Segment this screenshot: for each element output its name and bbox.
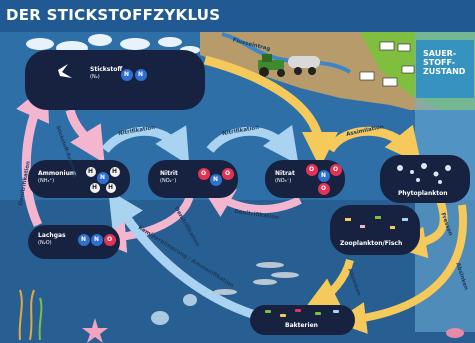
fish-icon [213, 262, 299, 295]
absinken-1-arrow [305, 258, 354, 308]
oxygen-zone-label: SAUER- STOFF- ZUSTAND [423, 49, 473, 76]
atom-h-4: H [108, 184, 114, 191]
zooplankton-label: Zooplankton/Fisch [340, 240, 403, 247]
zooplankton-icon [345, 216, 408, 229]
atom-h-1: H [88, 168, 94, 175]
bird-icon [58, 64, 72, 78]
fixation-arrow [65, 108, 105, 164]
jellyfish-icon [151, 294, 197, 325]
n2o-molecule-icon [78, 234, 116, 246]
starfish-icon [82, 318, 108, 343]
oxygen-zone-label-bg [416, 40, 474, 98]
cows-icon [359, 41, 415, 87]
zooplankton-box [330, 205, 420, 255]
atom-n-5: N [321, 172, 327, 179]
seaweed-icon [18, 289, 43, 341]
nitrit-box [148, 160, 238, 198]
tractor-icon [258, 54, 320, 77]
ammonium-formula: (NH₄⁺) [38, 178, 55, 184]
nitrat-name: Nitrat [275, 170, 295, 177]
title-band [0, 0, 475, 32]
atom-o-4: O [309, 166, 315, 173]
stickstoff-formula: (N₂) [90, 74, 100, 80]
atom-n-3: N [100, 174, 106, 181]
lachgas-name: Lachgas [38, 232, 66, 239]
phytoplankton-icon [397, 163, 451, 184]
nitrit-label: Nitrit (NO₂⁻) [160, 170, 178, 184]
ammonium-label: Ammonium (NH₄⁺) [38, 170, 76, 184]
oxygen-zone-line-1: SAUER- [423, 49, 457, 58]
lachgas-formula: (N₂O) [38, 240, 52, 246]
lachgas-box [28, 225, 120, 259]
denitrification-low-arrow [94, 193, 194, 253]
denitrification-mid-arrow [201, 186, 302, 217]
river [221, 32, 352, 74]
nitrate-molecule-icon [306, 164, 342, 195]
nitrit-formula: (NO₂⁻) [160, 178, 177, 184]
absinken-2-arrow [334, 204, 467, 334]
oxygen-zone-line-2: STOFF- [423, 58, 456, 67]
atom-o-2: O [201, 170, 207, 177]
ammonium-name: Ammonium [38, 170, 77, 177]
assimilation-arrow [326, 124, 422, 165]
denitrification-left-arrow [16, 83, 50, 227]
atom-n-1: N [124, 71, 130, 78]
atom-o-6: O [321, 185, 327, 192]
nitrification-1-arrow [101, 125, 190, 166]
atom-n-6: N [81, 236, 87, 243]
lachgas-label: Lachgas (N₂O) [38, 232, 66, 246]
stickstoff-box [25, 50, 205, 110]
phytoplankton-label: Phytoplankton [398, 190, 448, 197]
atom-o-1: O [107, 236, 113, 243]
atom-o-5: O [333, 166, 339, 173]
atom-n-2: N [138, 71, 144, 78]
nitrification-2-arrow [206, 124, 299, 165]
crab-icon [446, 328, 464, 338]
bakterien-box [250, 305, 355, 335]
page-title: DER STICKSTOFFZYKLUS [6, 6, 221, 24]
stickstoff-label: Stickstoff (N₂) [90, 66, 122, 80]
nitrit-name: Nitrit [160, 170, 178, 177]
bakterien-label: Bakterien [285, 322, 318, 329]
oxygen-zone-line-3: ZUSTAND [423, 67, 466, 76]
flusseintrag-arrow [203, 55, 338, 168]
nitrat-formula: (NO₃⁻) [275, 178, 292, 184]
atom-o-3: O [225, 170, 231, 177]
atom-h-3: H [92, 184, 98, 191]
atom-n-7: N [94, 236, 100, 243]
ammonium-molecule-icon [86, 167, 120, 193]
nitrat-label: Nitrat (NO₃⁻) [275, 170, 295, 184]
n2-molecule-icon [121, 69, 147, 81]
stickstoff-name: Stickstoff [90, 66, 123, 73]
atom-n-4: N [213, 176, 219, 183]
bacteria-icon [265, 309, 339, 317]
ammonium-box [28, 160, 130, 198]
nitrite-molecule-icon [198, 168, 234, 186]
atom-h-2: H [112, 168, 118, 175]
remineralisation-arrow [108, 189, 267, 323]
